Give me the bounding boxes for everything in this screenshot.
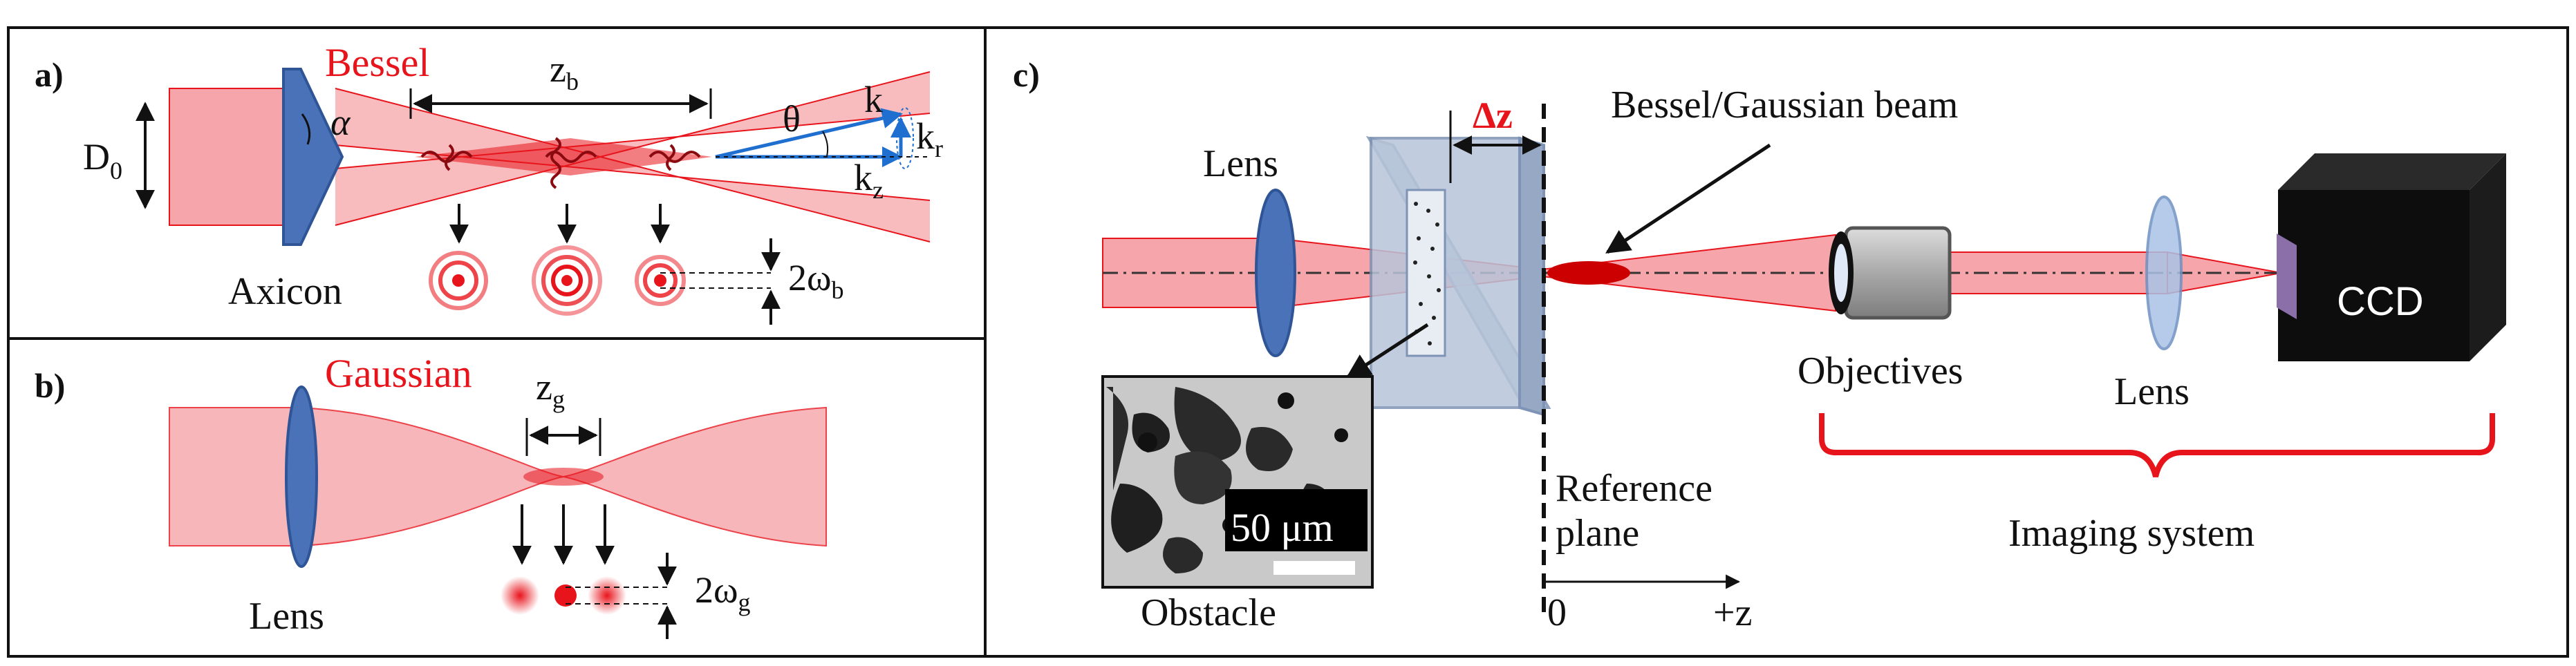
bessel-label: Bessel <box>325 40 429 85</box>
gaussian-spot-2 <box>554 584 577 607</box>
lens-b-label: Lens <box>249 595 324 638</box>
reference-plane-label-line1: Reference <box>1556 467 1712 510</box>
lens-c2 <box>2145 196 2183 350</box>
zg-label: zg <box>536 366 565 413</box>
ccd-camera <box>2277 153 2506 361</box>
bessel-spot-label: 2ωb <box>788 257 844 304</box>
kz-label: kz <box>854 157 884 204</box>
panel-frames <box>7 26 2569 658</box>
bessel-ring-patterns <box>429 245 686 316</box>
alpha-label: α <box>330 102 351 143</box>
delta-z-label: Δz <box>1473 95 1513 136</box>
obstacle-sample <box>1406 189 1446 357</box>
gaussian-label: Gaussian <box>325 351 472 396</box>
ccd-label: CCD <box>2337 279 2424 324</box>
gaussian-spot-3 <box>588 576 626 615</box>
panel-c: c) Lens Δz Bessel/Gaussian beam <box>1013 55 2506 634</box>
aperture-label: D0 <box>83 136 122 184</box>
input-beam <box>169 88 295 226</box>
axicon-element <box>282 68 344 246</box>
panel-b-label: b) <box>35 366 65 405</box>
zb-label: zb <box>550 48 579 95</box>
gaussian-spot-label: 2ωg <box>695 569 751 616</box>
lens-c <box>1255 189 1296 357</box>
theta-label: θ <box>783 98 801 140</box>
beam-focus <box>1547 261 1630 285</box>
panel-b: b) Gaussian zg 2ωg Lens <box>35 351 827 639</box>
panel-c-label: c) <box>1013 55 1040 94</box>
obstacle-micrograph <box>1101 375 1374 589</box>
lens-c2-label: Lens <box>2114 370 2190 413</box>
lens-b <box>285 386 318 568</box>
objectives-label: Objectives <box>1798 350 1963 392</box>
k-vector <box>715 108 903 159</box>
imaging-system-bracket <box>1819 413 2495 478</box>
kr-label: kr <box>916 115 943 162</box>
panel-a: a) α D0 Bessel zb θ <box>35 40 943 325</box>
axicon-label: Axicon <box>228 270 342 313</box>
gaussian-focus <box>523 468 604 486</box>
panel-a-label: a) <box>35 55 64 94</box>
gaussian-spot-1 <box>501 576 539 615</box>
obstacle-label: Obstacle <box>1141 591 1276 634</box>
z-origin-label: 0 <box>1547 591 1567 634</box>
gaussian-beam <box>169 406 827 547</box>
lens-c-label: Lens <box>1203 142 1278 185</box>
beam-label: Bessel/Gaussian beam <box>1611 84 1958 126</box>
k-label: k <box>864 79 883 120</box>
scale-bar-label: 50 μm <box>1231 505 1334 550</box>
alpha-arc <box>301 113 311 145</box>
imaging-system-label: Imaging system <box>2008 512 2255 555</box>
reference-plane-label-line2: plane <box>1556 512 1639 555</box>
z-direction-label: +z <box>1713 591 1752 634</box>
objective <box>1829 226 1952 320</box>
